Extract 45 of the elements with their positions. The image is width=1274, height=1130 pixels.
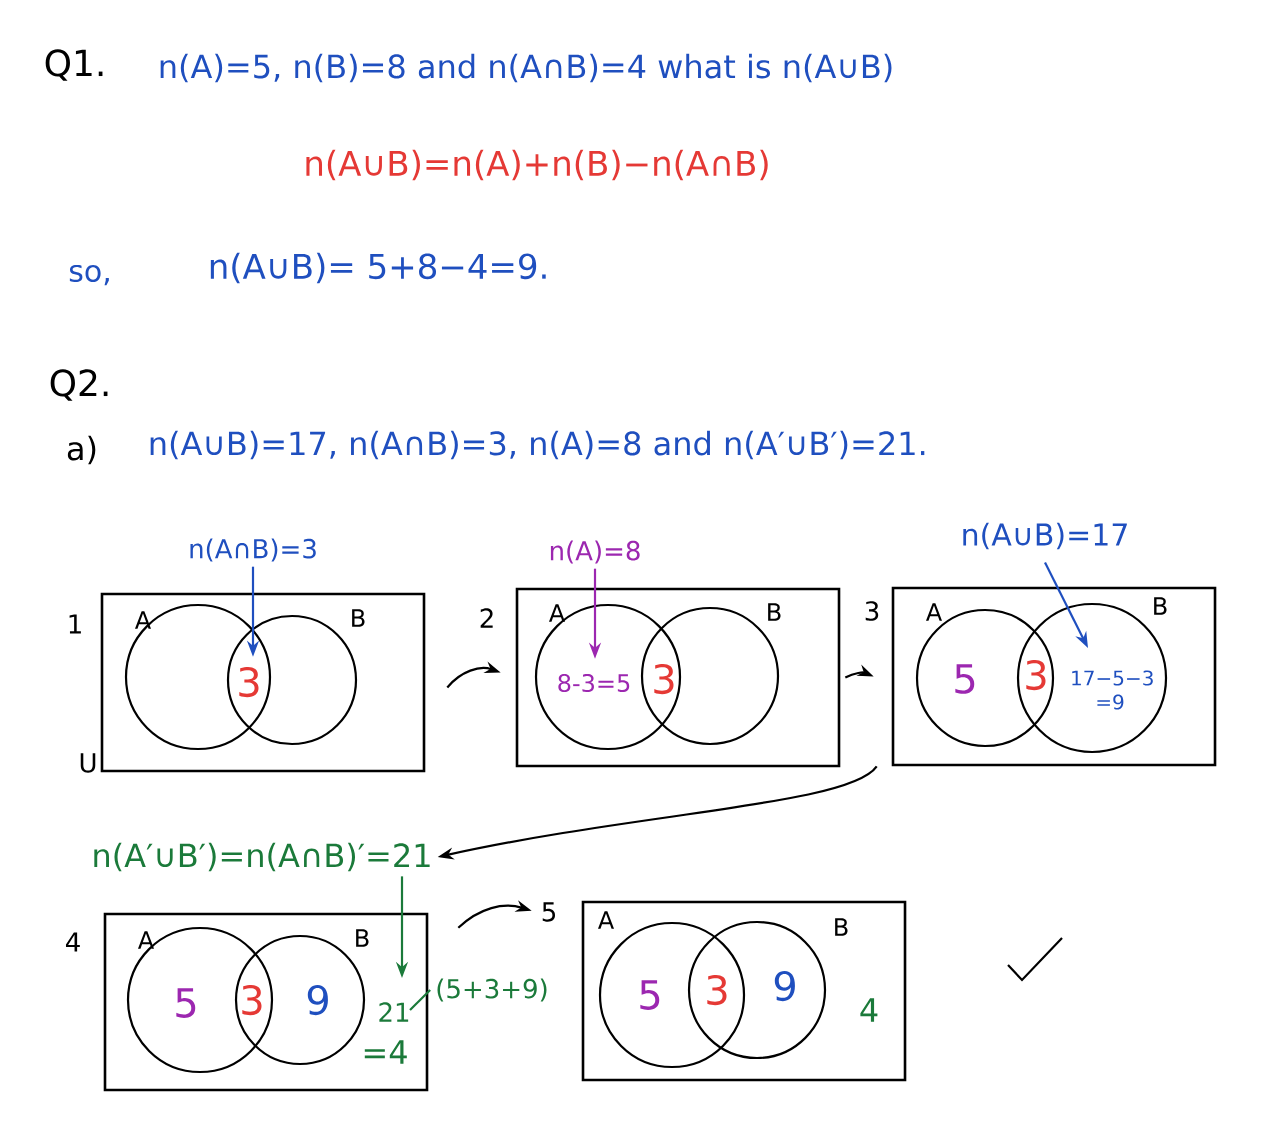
universe-label: U bbox=[80, 753, 96, 773]
region-value: 17−5−3 =9 bbox=[1072, 670, 1153, 710]
region-value: 8-3=5 bbox=[558, 673, 630, 693]
set-label: A bbox=[135, 611, 151, 629]
set-label: A bbox=[549, 604, 565, 622]
question-number: Q2. bbox=[50, 369, 108, 401]
step-number: 2 bbox=[480, 608, 493, 628]
region-value: 3 bbox=[239, 666, 259, 698]
region-value: =4 bbox=[364, 1040, 407, 1064]
question-text: n(A)=5, n(B)=8 and n(A∩B)=4 what is n(A∪B) bbox=[160, 53, 892, 83]
set-label: B bbox=[1154, 597, 1167, 615]
question-text: n(A∪B)=17, n(A∩B)=3, n(A)=8 and n(A′∪B′)=21. bbox=[150, 430, 925, 460]
set-label: B bbox=[835, 918, 848, 936]
annotation-text: n(A∪B)=17 bbox=[963, 522, 1127, 550]
set-label: A bbox=[926, 603, 942, 621]
region-value: 5 bbox=[955, 664, 975, 694]
set-label: B bbox=[356, 929, 369, 947]
step-number: 5 bbox=[542, 902, 555, 922]
connector-line bbox=[409, 989, 431, 1011]
set-label: B bbox=[768, 603, 781, 621]
region-value: 21 bbox=[379, 1002, 409, 1022]
annotation-text: (5+3+9) bbox=[437, 978, 547, 1002]
step-number: 1 bbox=[69, 614, 81, 634]
set-label: A bbox=[598, 911, 614, 929]
region-value: 3 bbox=[654, 663, 674, 695]
question-number: Q1. bbox=[45, 49, 103, 81]
answer-text: so, bbox=[69, 264, 109, 286]
answer-text: n(A∪B)= 5+8−4=9. bbox=[210, 252, 546, 284]
region-value: 9 bbox=[307, 984, 328, 1016]
set-label: B bbox=[352, 609, 365, 627]
part-label: a) bbox=[67, 435, 96, 465]
region-value: 3 bbox=[707, 974, 727, 1006]
region-value: 5 bbox=[640, 980, 660, 1010]
region-value: 5 bbox=[176, 988, 196, 1018]
annotation-text: n(A)=8 bbox=[550, 540, 640, 564]
annotation-text: n(A′∪B′)=n(A∩B)′=21 bbox=[94, 842, 430, 872]
region-value: 3 bbox=[242, 984, 262, 1016]
formula: n(A∪B)=n(A)+n(B)−n(A∩B) bbox=[306, 149, 768, 181]
region-value: 9 bbox=[774, 970, 795, 1002]
annotation-text: n(A∩B)=3 bbox=[190, 538, 316, 562]
step-number: 4 bbox=[66, 932, 80, 952]
region-value: 4 bbox=[860, 998, 878, 1022]
region-value: 3 bbox=[1026, 659, 1046, 691]
step-number: 3 bbox=[865, 601, 879, 621]
set-label: A bbox=[138, 931, 154, 949]
